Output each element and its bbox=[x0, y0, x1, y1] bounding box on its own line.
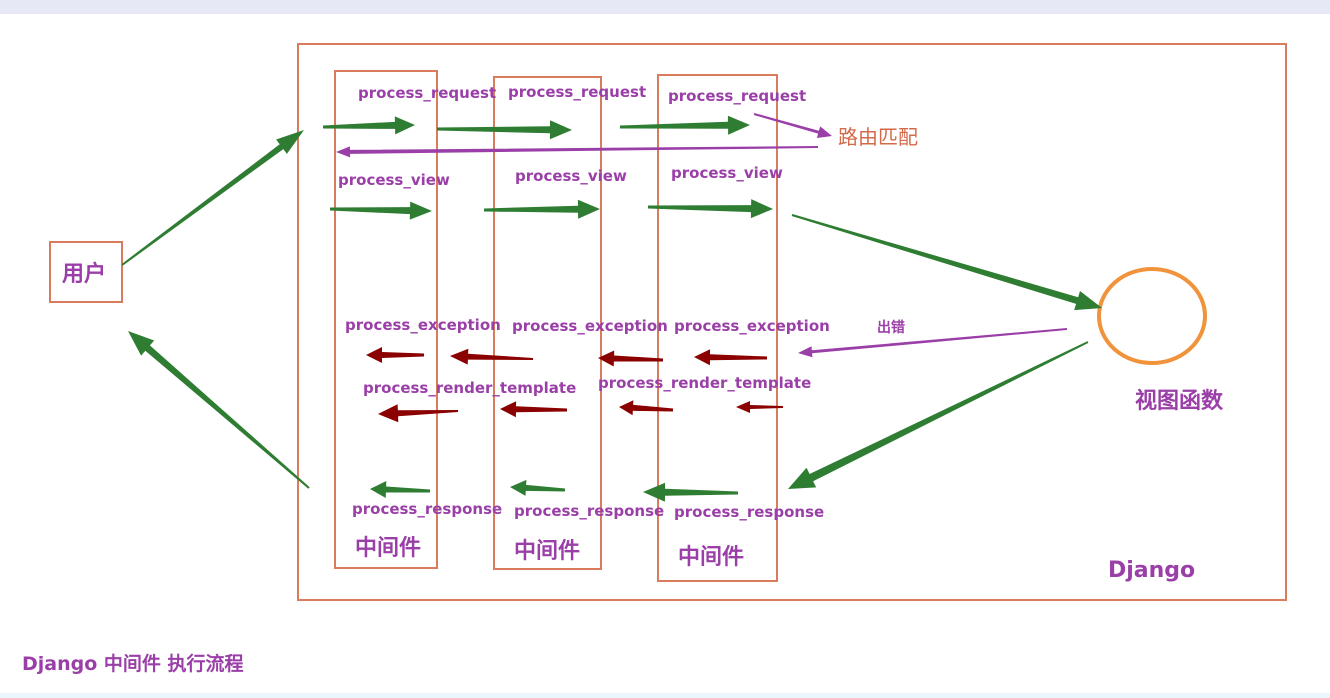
process-render-template-arrow-3 bbox=[619, 400, 674, 416]
user-to-django-arrow bbox=[121, 130, 305, 266]
middleware-label-2: 中间件 bbox=[514, 539, 580, 564]
process-request-arrow-1 bbox=[323, 116, 415, 135]
process-render-template-label-1: process_render_template bbox=[363, 379, 576, 397]
process-response-arrow-2 bbox=[510, 479, 566, 496]
user-label: 用户 bbox=[62, 261, 106, 287]
process-render-template-label-2: process_render_template bbox=[598, 374, 811, 392]
process-view-arrow-3 bbox=[648, 199, 773, 219]
error-arrow bbox=[798, 328, 1068, 358]
route-back-arrow bbox=[336, 146, 818, 158]
process-exception-arrow-3 bbox=[598, 350, 663, 367]
view-function-label: 视图函数 bbox=[1135, 388, 1224, 414]
process-view-arrow-1 bbox=[330, 201, 432, 220]
django-to-user-arrow bbox=[128, 331, 310, 489]
process-view-label-3: process_view bbox=[671, 164, 783, 182]
top-bar bbox=[0, 0, 1330, 14]
process-view-label-1: process_view bbox=[338, 171, 450, 189]
process-render-template-arrow-1 bbox=[378, 404, 458, 423]
to-route-arrow bbox=[753, 113, 832, 138]
process-response-arrow-3 bbox=[643, 482, 738, 502]
process-request-label-3: process_request bbox=[668, 87, 806, 105]
process-request-label-1: process_request bbox=[358, 84, 496, 102]
view-function-circle bbox=[1097, 267, 1207, 365]
process-render-template-arrow-4 bbox=[736, 401, 783, 413]
process-response-label-2: process_response bbox=[514, 502, 664, 520]
view-to-response-arrow bbox=[788, 341, 1089, 489]
process-exception-arrow-2 bbox=[450, 348, 533, 365]
process-exception-arrow-1 bbox=[366, 347, 424, 363]
process-view-arrow-2 bbox=[484, 199, 600, 219]
middleware-label-3: 中间件 bbox=[678, 545, 744, 570]
route-match-label: 路由匹配 bbox=[838, 125, 918, 149]
process-render-template-arrow-2 bbox=[500, 401, 567, 418]
to-view-function-arrow bbox=[791, 214, 1102, 311]
process-exception-label-1: process_exception bbox=[345, 316, 501, 334]
django-frame bbox=[297, 43, 1287, 601]
process-exception-arrow-4 bbox=[694, 349, 767, 366]
middleware-box-3 bbox=[657, 74, 778, 582]
process-response-label-3: process_response bbox=[674, 503, 824, 521]
error-label: 出错 bbox=[877, 319, 905, 336]
middleware-box-2 bbox=[493, 76, 602, 570]
process-request-label-2: process_request bbox=[508, 83, 646, 101]
process-view-label-2: process_view bbox=[515, 167, 627, 185]
process-response-arrow-1 bbox=[370, 481, 430, 498]
process-exception-label-3: process_exception bbox=[674, 317, 830, 335]
bottom-bar bbox=[0, 693, 1330, 698]
middleware-box-1 bbox=[334, 70, 438, 569]
process-response-label-1: process_response bbox=[352, 500, 502, 518]
process-request-arrow-3 bbox=[620, 115, 750, 135]
middleware-label-1: 中间件 bbox=[355, 536, 421, 561]
django-label: Django bbox=[1108, 558, 1195, 583]
diagram-caption: Django 中间件 执行流程 bbox=[22, 653, 244, 675]
process-exception-label-2: process_exception bbox=[512, 317, 668, 335]
process-request-arrow-2 bbox=[437, 120, 572, 140]
user-box bbox=[49, 241, 123, 303]
